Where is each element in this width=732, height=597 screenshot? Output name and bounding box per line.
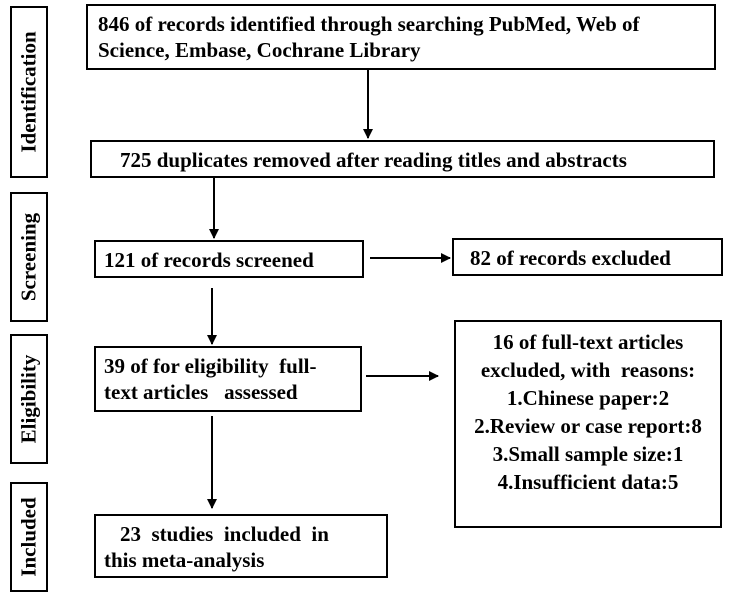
excluded-records-line-1: 82 of records excluded xyxy=(470,246,671,270)
eligibility-line-1: 39 of for eligibility full- xyxy=(104,354,317,378)
duplicates-removed-box: 725 duplicates removed after reading tit… xyxy=(90,140,715,178)
duplicates-line-1: 725 duplicates removed after reading tit… xyxy=(120,148,627,172)
fulltext-excluded-reason-4: 4.Insufficient data:5 xyxy=(497,470,679,494)
stage-included-label: Included xyxy=(10,482,48,592)
identified-records-box: 846 of records identified through search… xyxy=(86,4,716,70)
eligibility-line-2: text articles assessed xyxy=(104,380,298,404)
fulltext-excluded-line-1: 16 of full-text articles xyxy=(492,330,684,354)
stage-screening-label: Screening xyxy=(10,192,48,322)
identified-line-1: 846 of records identified through search… xyxy=(98,12,640,36)
records-screened-box: 121 of records screened xyxy=(94,240,364,278)
included-line-2: this meta-analysis xyxy=(104,548,265,572)
fulltext-excluded-line-2: excluded, with reasons: xyxy=(480,358,696,382)
fulltext-excluded-reason-2: 2.Review or case report:8 xyxy=(474,414,702,438)
fulltext-excluded-box: 16 of full-text articles excluded, with … xyxy=(454,320,722,528)
records-excluded-box: 82 of records excluded xyxy=(452,238,723,276)
included-line-1: 23 studies included in xyxy=(120,522,329,546)
fulltext-excluded-reason-3: 3.Small sample size:1 xyxy=(492,442,684,466)
stage-identification-label: Identification xyxy=(10,6,48,178)
studies-included-box: 23 studies included in this meta-analysi… xyxy=(94,514,388,578)
eligibility-assessed-box: 39 of for eligibility full- text article… xyxy=(94,346,362,412)
fulltext-excluded-reason-1: 1.Chinese paper:2 xyxy=(506,386,670,410)
stage-eligibility-label: Eligibility xyxy=(10,334,48,464)
screened-line-1: 121 of records screened xyxy=(104,248,314,272)
identified-line-2: Science, Embase, Cochrane Library xyxy=(98,38,421,62)
